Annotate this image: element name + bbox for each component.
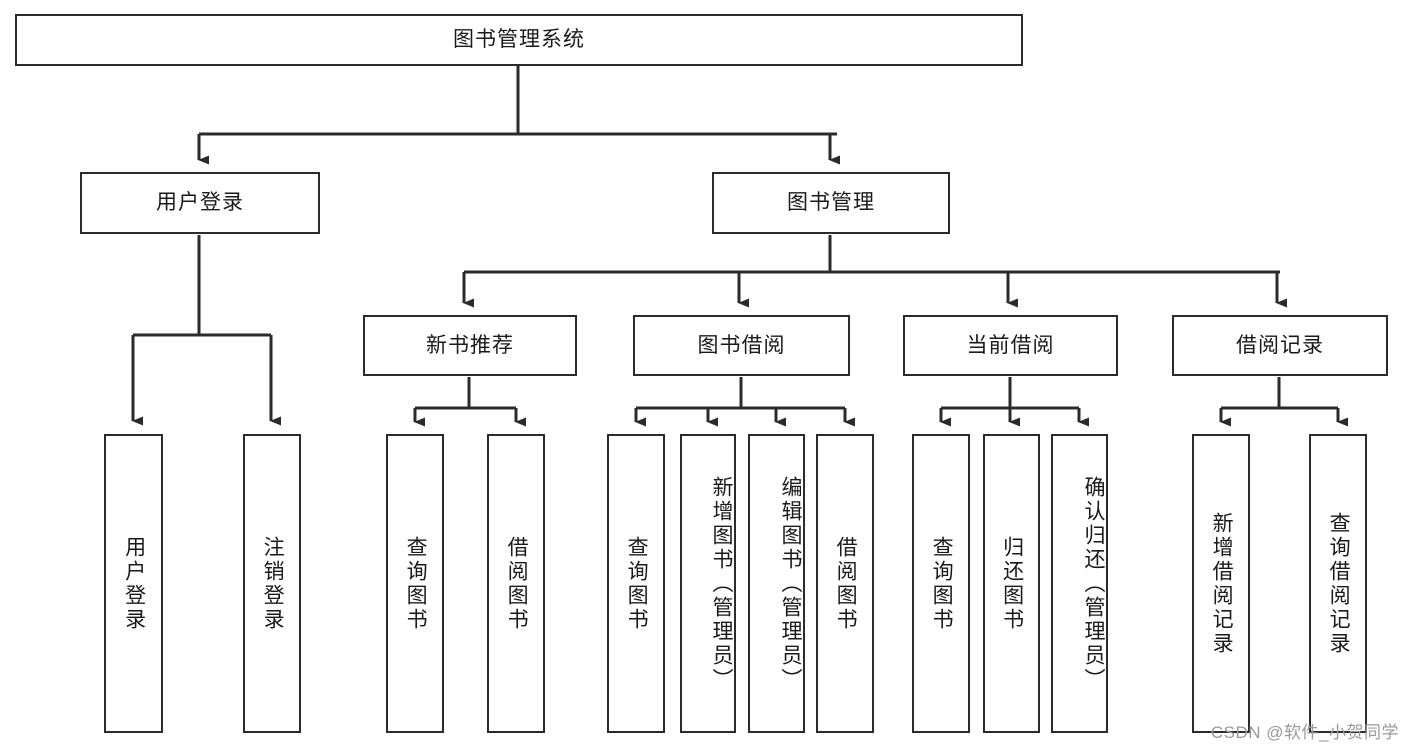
node-label: 当前借阅	[966, 333, 1055, 357]
node-label: 编辑图书（管理员）	[779, 475, 802, 692]
node-label: 图书借阅	[697, 333, 786, 357]
leaf-query-book-recommend[interactable]: 查询图书	[386, 434, 444, 733]
node-label: 新增图书（管理员）	[710, 475, 733, 692]
leaf-user-login[interactable]: 用户登录	[104, 434, 163, 733]
node-label: 查询借阅记录	[1327, 511, 1351, 656]
leaf-query-borrow-record[interactable]: 查询借阅记录	[1309, 434, 1367, 733]
leaf-return-book[interactable]: 归还图书	[983, 434, 1040, 733]
leaf-query-book-current[interactable]: 查询图书	[912, 434, 970, 733]
node-label: 用户登录	[122, 535, 146, 632]
node-root-book-management-system[interactable]: 图书管理系统	[15, 14, 1023, 66]
node-label: 用户登录	[156, 191, 244, 215]
node-new-book-recommend[interactable]: 新书推荐	[363, 315, 577, 376]
watermark-text: CSDN @软件_小贺同学	[1210, 723, 1399, 742]
node-label: 查询图书	[930, 535, 954, 632]
node-label: 借阅记录	[1236, 333, 1324, 357]
leaf-logout-login[interactable]: 注销登录	[243, 434, 301, 733]
node-label: 归还图书	[1000, 535, 1024, 632]
node-book-borrow[interactable]: 图书借阅	[633, 315, 850, 376]
leaf-borrow-book-recommend[interactable]: 借阅图书	[487, 434, 545, 733]
node-label: 确认归还（管理员）	[1082, 475, 1105, 692]
leaf-add-book-admin[interactable]: 新增图书（管理员）	[680, 434, 736, 733]
leaf-add-borrow-record[interactable]: 新增借阅记录	[1192, 434, 1250, 733]
leaf-query-book-borrow[interactable]: 查询图书	[607, 434, 665, 733]
leaf-edit-book-admin[interactable]: 编辑图书（管理员）	[748, 434, 805, 733]
node-label: 借阅图书	[834, 535, 858, 632]
node-current-borrow[interactable]: 当前借阅	[903, 315, 1118, 376]
node-label: 注销登录	[261, 535, 285, 632]
leaf-confirm-return-admin[interactable]: 确认归还（管理员）	[1051, 434, 1108, 733]
node-label: 新增借阅记录	[1210, 511, 1234, 656]
node-book-management[interactable]: 图书管理	[712, 172, 950, 234]
node-label: 查询图书	[404, 535, 428, 632]
node-user-login[interactable]: 用户登录	[80, 172, 320, 234]
node-label: 图书管理系统	[453, 28, 585, 52]
node-borrow-record[interactable]: 借阅记录	[1172, 315, 1388, 376]
leaf-borrow-book[interactable]: 借阅图书	[816, 434, 874, 733]
node-label: 借阅图书	[505, 535, 529, 632]
node-label: 查询图书	[625, 535, 649, 632]
node-label: 图书管理	[787, 191, 875, 215]
node-label: 新书推荐	[426, 333, 514, 357]
